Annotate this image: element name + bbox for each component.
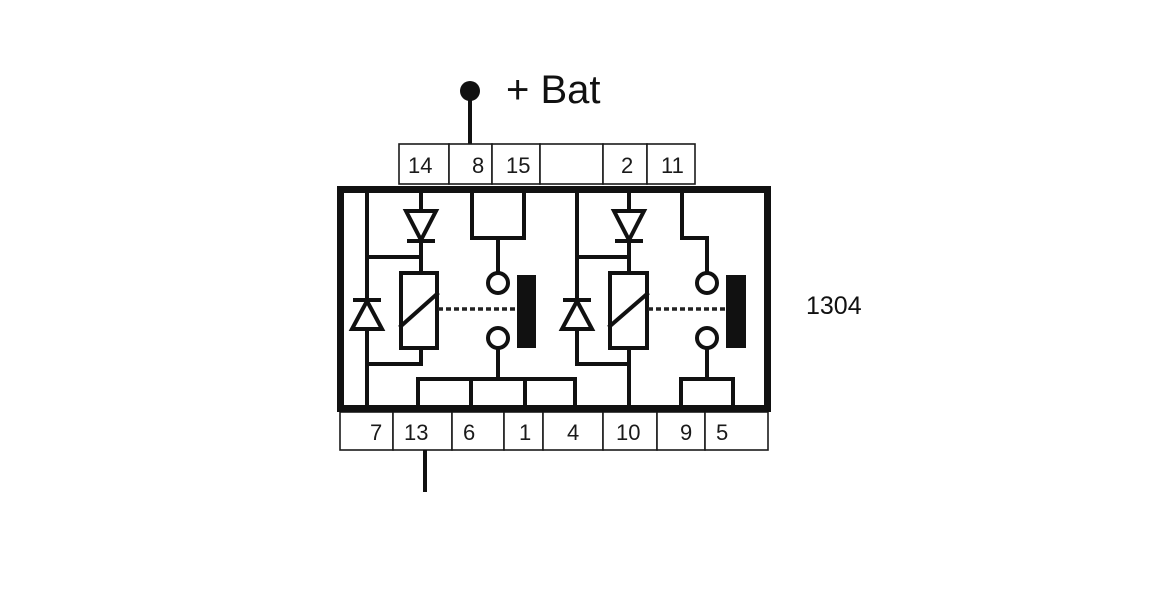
pin-label: 9 [680,420,692,445]
top-pin-box [602,143,648,185]
pin-label: 8 [472,153,484,178]
armature-icon [726,275,746,348]
pin-label: 2 [621,153,633,178]
armature-icon [517,275,536,348]
pin-label: 4 [567,420,579,445]
coil-slash [398,291,440,329]
top-pin-box [646,143,696,185]
bottom-pin-row: 7 13 6 1 4 10 9 5 [339,411,769,492]
bottom-bus [416,377,577,407]
coil-return-wire [365,346,423,366]
contact-lower-icon [695,326,719,350]
pin-label: 15 [506,153,530,178]
bottom-loop [679,377,735,407]
bottom-pin-box [339,411,394,451]
pin-label: 7 [370,420,382,445]
contact-feed-wire [680,191,709,275]
contact-feed-loop [470,191,526,240]
bottom-pin-box [656,411,706,451]
contact-upper-icon [695,271,719,295]
top-pin-box [539,143,604,185]
top-pin-box [491,143,541,185]
series-diode-icon [402,209,440,245]
battery-supply-terminal: + Bat [460,68,601,146]
pin-label: 1 [519,420,531,445]
top-pin-box [448,143,493,185]
pin-label: 14 [408,153,432,178]
bottom-pin-box [704,411,769,451]
contact-lower-icon [486,326,510,350]
contact-upper-icon [486,271,510,295]
pin-label: 13 [404,420,428,445]
supply-label: + Bat [506,68,601,112]
flyback-diode-icon [558,296,596,331]
relay-2 [558,191,746,407]
terminal-dot-icon [460,81,480,101]
pin-label: 5 [716,420,728,445]
coil-slash [607,291,650,329]
relay-1 [348,191,577,407]
module-frame [337,186,771,412]
pin-label: 11 [661,153,684,178]
top-pin-row: 14 8 15 2 11 [398,143,696,185]
bottom-pin-box [451,411,505,451]
flyback-diode-icon [348,296,386,331]
pin-label: 6 [463,420,475,445]
pin-label: 10 [616,420,640,445]
series-diode-icon [610,209,648,245]
part-number-label: 1304 [806,292,862,320]
